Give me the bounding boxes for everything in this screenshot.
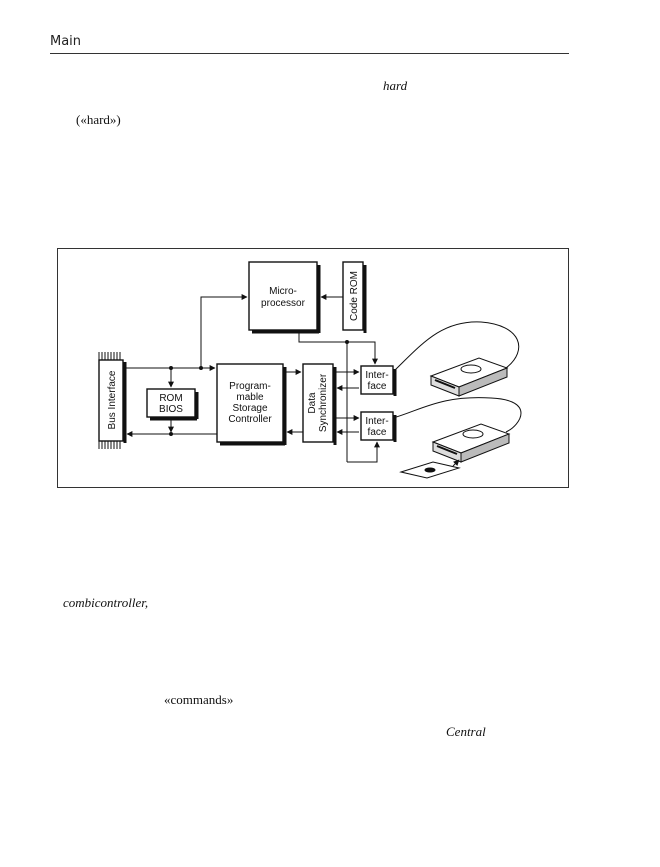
text-hard: hard <box>383 78 408 93</box>
bus-pins-bottom <box>98 441 121 449</box>
text-commands: «commands» <box>164 692 234 707</box>
code-rom-label: Code ROM <box>349 271 360 321</box>
microprocessor-block: Micro- processor <box>248 261 321 334</box>
data-synchronizer-block: Data Synchronizer <box>302 363 337 445</box>
bus-interface-label: Bus Interface <box>107 370 118 429</box>
code-rom-block: Code ROM <box>342 261 367 333</box>
text-combicontroller: combicontroller, <box>63 595 149 610</box>
interface-lower-label-2: face <box>368 427 387 438</box>
controller-label-2: mable <box>236 392 264 403</box>
interface-upper-label-2: face <box>368 381 387 392</box>
rom-bios-label-2: BIOS <box>159 404 183 415</box>
rom-bios-label-1: ROM <box>159 393 182 404</box>
interface-upper-label-1: Inter- <box>365 370 388 381</box>
microprocessor-label-2: processor <box>261 298 306 309</box>
controller-label-3: Storage <box>232 403 267 414</box>
drive-cables <box>392 321 522 433</box>
data-synchronizer-label-2: Synchronizer <box>318 373 329 432</box>
floppy-disk-icon <box>399 461 461 479</box>
junction-dots <box>169 340 349 436</box>
data-synchronizer-label-1: Data <box>307 392 318 414</box>
bus-interface-block: Bus Interface <box>98 359 127 443</box>
hard-disk-drive-icon <box>429 357 509 397</box>
bus-pins-top <box>98 352 121 360</box>
figure-frame: Bus Interface Micro- processor Code ROM … <box>57 248 569 488</box>
interface-block-lower: Inter- face <box>360 411 397 442</box>
text-hard-quoted: («hard») <box>76 112 121 127</box>
controller-label-4: Controller <box>228 414 272 425</box>
controller-block-diagram: Bus Interface Micro- processor Code ROM … <box>98 261 522 479</box>
interface-block-upper: Inter- face <box>360 365 397 396</box>
microprocessor-label-1: Micro- <box>269 286 297 297</box>
rom-bios-block: ROM BIOS <box>146 388 199 421</box>
interface-lower-label-1: Inter- <box>365 416 388 427</box>
text-central: Central <box>446 724 486 739</box>
header-rule <box>50 53 569 54</box>
storage-controller-block: Program- mable Storage Controller <box>216 363 287 446</box>
header-title: Main <box>50 34 82 49</box>
controller-label-1: Program- <box>229 381 271 392</box>
floppy-drive-icon <box>431 423 511 467</box>
